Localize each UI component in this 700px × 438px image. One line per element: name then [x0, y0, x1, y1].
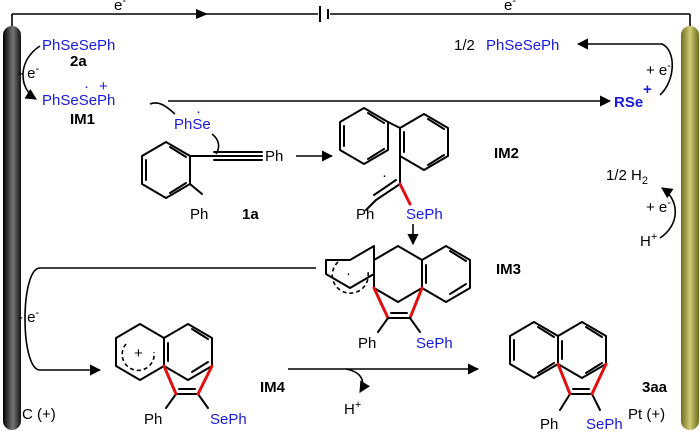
electron-label-left: e- — [114, 0, 126, 14]
substrate-1a: Ph Ph 1a — [141, 141, 283, 223]
label-im1: IM1 — [70, 111, 95, 128]
proton-cathode: H+ — [640, 231, 657, 250]
label-1a: 1a — [242, 206, 259, 223]
oxidation-arrow-1 — [22, 45, 41, 100]
label-2a: 2a — [70, 53, 87, 70]
label-1a-ph-bottom: Ph — [190, 206, 208, 223]
rse-charge: + — [643, 81, 652, 98]
hydrogen-product: 1/2 H2 — [606, 167, 648, 187]
label-3aa-seph: SePh — [586, 416, 623, 433]
external-circuit: e- e- — [11, 0, 691, 26]
reduction-arrow-rse — [576, 38, 673, 96]
phse-radical-dot: · — [196, 103, 201, 120]
im4-charge: + — [134, 345, 143, 362]
reduction-label-h2: + e- — [646, 197, 671, 216]
label-1a-ph-top: Ph — [265, 148, 283, 165]
label-3aa: 3aa — [642, 379, 668, 396]
reduction-arrow-h2 — [659, 187, 676, 239]
oxidation-label-1: - e- — [18, 63, 40, 82]
proton-loss-arrow — [345, 368, 370, 393]
im1-radical-dot: · — [84, 78, 89, 95]
anode-label: C (+) — [22, 406, 56, 423]
im1-charge: + — [99, 78, 108, 95]
product-3aa: Ph SePh 3aa — [509, 321, 668, 433]
arrow-im3-to-im4 — [24, 267, 316, 376]
radical-cation-im1: PhSeSePh — [42, 92, 115, 109]
label-im4: IM4 — [260, 379, 286, 396]
intermediate-im3: · Ph SePh IM3 — [325, 245, 521, 352]
reduction-label-rse: + e- — [646, 60, 671, 79]
label-3aa-ph: Ph — [540, 416, 558, 433]
label-im3: IM3 — [496, 261, 521, 278]
phse-radical: PhSe — [174, 116, 211, 133]
recycled-diselenide: PhSeSePh — [486, 37, 559, 54]
im2-radical-dot: · — [382, 167, 387, 184]
oxidation-label-2: - e- — [18, 307, 40, 326]
phse-split-curve — [149, 102, 176, 115]
label-im3-ph: Ph — [358, 335, 376, 352]
cathode-label: Pt (+) — [628, 406, 665, 423]
electron-label-right: e- — [504, 0, 516, 14]
intermediate-im2: · Ph SePh IM2 — [339, 107, 519, 223]
label-im4-ph: Ph — [144, 411, 162, 428]
label-im4-seph: SePh — [210, 411, 247, 428]
label-im3-seph: SePh — [416, 335, 453, 352]
label-im2-ph: Ph — [356, 206, 374, 223]
im3-radical-dot: · — [346, 265, 351, 282]
proton-loss: H+ — [344, 399, 361, 418]
recycle-label-prefix: 1/2 — [454, 37, 475, 54]
label-im2-seph: SePh — [406, 206, 443, 223]
intermediate-im4: + Ph SePh IM4 — [115, 323, 286, 428]
carbon-anode — [3, 26, 21, 430]
platinum-cathode — [681, 26, 699, 430]
selenium-cation-rse: RSe — [614, 94, 643, 111]
diselenide-2a: PhSeSePh — [42, 37, 115, 54]
label-im2: IM2 — [494, 145, 519, 162]
